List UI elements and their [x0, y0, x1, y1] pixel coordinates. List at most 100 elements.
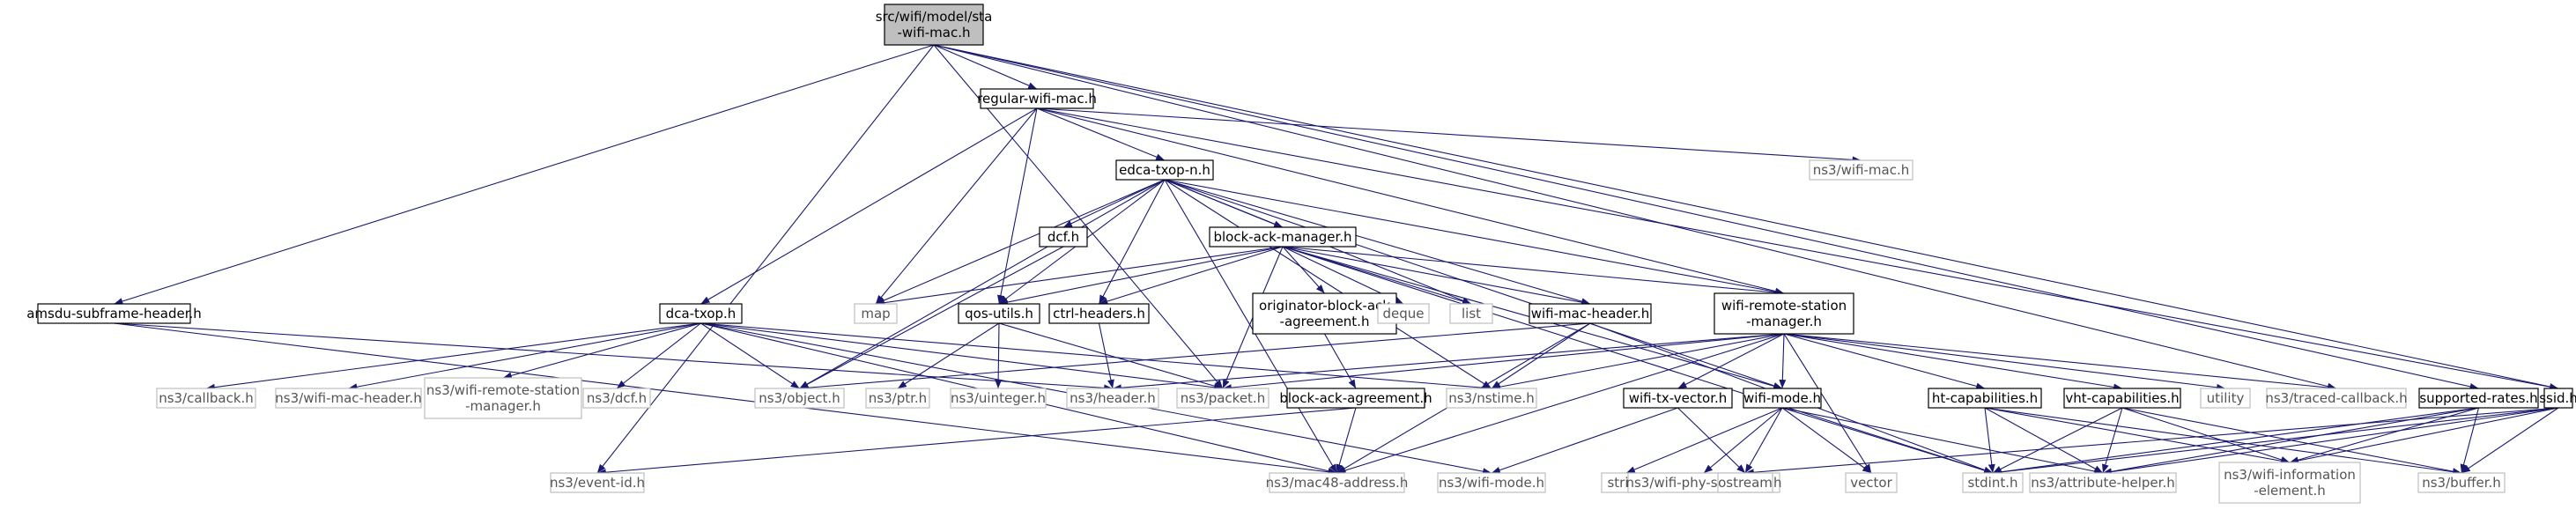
edge-ssid-to-ostream — [1744, 407, 2559, 477]
edge-ht-to-stdint — [1984, 407, 1995, 474]
node-label: ns3/callback.h — [159, 390, 254, 406]
edge-wrsm-to-wtv — [1677, 333, 1785, 389]
edge-root-to-regular — [933, 44, 1038, 90]
node-box — [2266, 388, 2407, 409]
node-packet: ns3/packet.h — [1176, 388, 1269, 409]
node-label: -wifi-mac.h — [897, 25, 970, 41]
node-label: qos-utils.h — [965, 306, 1033, 322]
node-ssid[interactable]: ssid.h — [2539, 388, 2576, 409]
node-regular[interactable]: regular-wifi-mac.h — [977, 88, 1097, 109]
node-label: ns3/packet.h — [1181, 390, 1265, 406]
edge-root-to-amsdu — [114, 44, 935, 305]
node-wmh[interactable]: wifi-mac-header.h — [1529, 303, 1652, 324]
edge-bam-to-ctrl — [1099, 246, 1284, 305]
file-nodes: src/wifi/model/sta-wifi-mac.h regular-wif… — [26, 4, 2576, 504]
node-label: ctrl-headers.h — [1053, 306, 1145, 322]
edge-wrsm-to-wmode — [1779, 333, 1787, 389]
node-wie: ns3/wifi-information-element.h — [2218, 462, 2361, 504]
node-box — [1809, 159, 1913, 181]
edge-regular-to-ssid — [1036, 107, 2559, 391]
edge-wrsm-to-mac48 — [1336, 333, 1785, 474]
node-sr[interactable]: supported-rates.h — [2418, 388, 2539, 409]
node-box — [1529, 303, 1652, 324]
node-box — [1962, 472, 2024, 493]
node-label: ht-capabilities.h — [1932, 390, 2038, 406]
node-qos[interactable]: qos-utils.h — [958, 303, 1040, 324]
node-box — [1066, 388, 1159, 409]
edge-amsdu-to-header — [114, 322, 1114, 392]
edge-ht-to-ah — [1984, 407, 2104, 474]
edge-vht-to-stdint — [1992, 407, 2123, 474]
node-label: dca-txop.h — [666, 306, 737, 322]
node-oba[interactable]: originator-block-ack-agreement.h — [1252, 292, 1397, 335]
node-label: -manager.h — [465, 398, 541, 414]
node-label: ns3/nstime.h — [1448, 390, 1534, 406]
node-uint: ns3/uinteger.h — [950, 388, 1047, 409]
node-wmode[interactable]: wifi-mode.h — [1743, 388, 1822, 409]
node-ctrl[interactable]: ctrl-headers.h — [1048, 303, 1150, 324]
node-box — [582, 388, 651, 409]
node-amsdu[interactable]: amsdu-subframe-header.h — [26, 303, 202, 324]
edge-vht-to-ah — [2102, 407, 2123, 474]
node-label: wifi-mac-header.h — [1531, 306, 1650, 322]
edge-wtv-to-ostream — [1677, 407, 1746, 474]
node-header: ns3/header.h — [1066, 388, 1159, 409]
edge-wtv-to-ns3wmode — [1491, 407, 1678, 474]
edge-wmode-to-stdint — [1781, 407, 1994, 474]
node-eventid: ns3/event-id.h — [550, 472, 645, 493]
node-label: supported-rates.h — [2419, 390, 2537, 406]
node-box — [1714, 292, 1854, 335]
edge-bam-to-qos — [998, 246, 1284, 306]
node-label: amsdu-subframe-header.h — [26, 306, 202, 322]
node-label: -agreement.h — [1280, 314, 1370, 329]
edge-edca-to-dcfh — [1062, 179, 1166, 228]
node-root[interactable]: src/wifi/model/sta-wifi-mac.h — [876, 4, 993, 46]
node-label: ns3/traced-callback.h — [2265, 390, 2407, 406]
node-bam[interactable]: block-ack-manager.h — [1209, 226, 1357, 248]
edge-ssid-to-buffer — [2461, 407, 2559, 474]
edge-qos-to-uint — [995, 322, 1003, 389]
edge-dcatxop-to-nstime — [700, 322, 1492, 392]
node-wtv[interactable]: wifi-tx-vector.h — [1623, 388, 1733, 409]
edge-root-to-tcb — [933, 44, 2337, 390]
node-wrsm[interactable]: wifi-remote-station-manager.h — [1714, 292, 1854, 335]
node-box — [156, 388, 256, 409]
dependency-edges — [114, 44, 2559, 477]
node-label: utility — [2207, 390, 2245, 406]
node-box — [1176, 388, 1269, 409]
node-box — [424, 377, 582, 419]
edge-amsdu-to-mac48 — [114, 322, 1337, 476]
edge-dcatxop-to-ns3wrsm — [502, 322, 701, 380]
node-ostream: ostream — [1717, 472, 1773, 493]
node-box — [950, 388, 1047, 409]
node-label: map — [861, 306, 890, 322]
edge-bam-to-wmh — [1282, 246, 1591, 307]
node-box — [2200, 388, 2251, 409]
node-edca[interactable]: edca-txop-n.h — [1115, 159, 1214, 181]
node-label: ns3/wifi-information — [2224, 467, 2356, 483]
node-label: block-ack-manager.h — [1213, 229, 1351, 245]
node-map: map — [854, 303, 898, 324]
node-ht[interactable]: ht-capabilities.h — [1928, 388, 2042, 409]
node-box — [1449, 303, 1493, 324]
node-ns3wmode: ns3/wifi-mode.h — [1437, 472, 1546, 493]
node-box — [2417, 472, 2506, 493]
node-label: -manager.h — [1746, 314, 1822, 329]
node-box — [1039, 226, 1088, 248]
edge-vht-to-wie — [2121, 407, 2291, 463]
node-dcatxop[interactable]: dca-txop.h — [659, 303, 743, 324]
node-label: stdint.h — [1967, 475, 2017, 491]
node-box — [1446, 388, 1537, 409]
edge-ssid-to-wie — [2289, 407, 2559, 464]
node-baa[interactable]: block-ack-agreement.h — [1279, 388, 1432, 409]
node-stdint: stdint.h — [1962, 472, 2024, 493]
node-vht[interactable]: vht-capabilities.h — [2063, 388, 2181, 409]
node-box — [754, 388, 845, 409]
node-box — [854, 303, 898, 324]
node-box — [2063, 388, 2181, 409]
edge-ctrl-to-header — [1098, 322, 1114, 389]
edge-wrsm-to-utility — [1783, 333, 2226, 391]
node-box — [1717, 472, 1773, 493]
node-dcfh[interactable]: dcf.h — [1039, 226, 1088, 248]
node-label: ns3/wifi-remote-station — [426, 382, 580, 398]
